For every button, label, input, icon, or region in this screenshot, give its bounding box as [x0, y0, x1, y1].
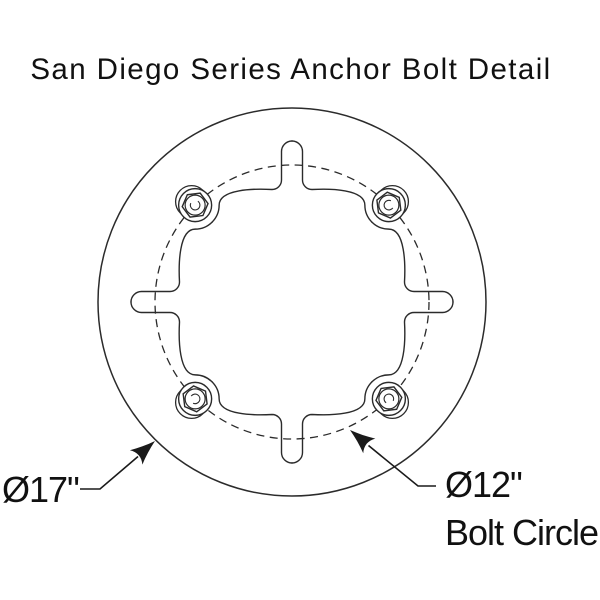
outer-plate-circle [97, 107, 487, 497]
leader-outer-diameter [80, 433, 162, 490]
arrowhead-bolt-circle [343, 422, 376, 454]
bolt-circle-dashed [154, 164, 430, 440]
anchor-bolt-sw [167, 374, 220, 427]
anchor-bolt-nw [167, 177, 220, 230]
bolt-circle-diameter-label: Ø12" [445, 464, 522, 505]
plate-plan-view [97, 107, 487, 497]
anchor-bolt-se [364, 374, 417, 427]
diagram-title: San Diego Series Anchor Bolt Detail [30, 53, 551, 86]
plate-inner-edge [130, 140, 454, 464]
anchor-bolt-ne [364, 177, 417, 230]
outer-diameter-label: Ø17" [2, 469, 79, 510]
bolt-circle-caption: Bolt Circle [445, 512, 598, 553]
leader-bolt-circle [343, 422, 436, 487]
